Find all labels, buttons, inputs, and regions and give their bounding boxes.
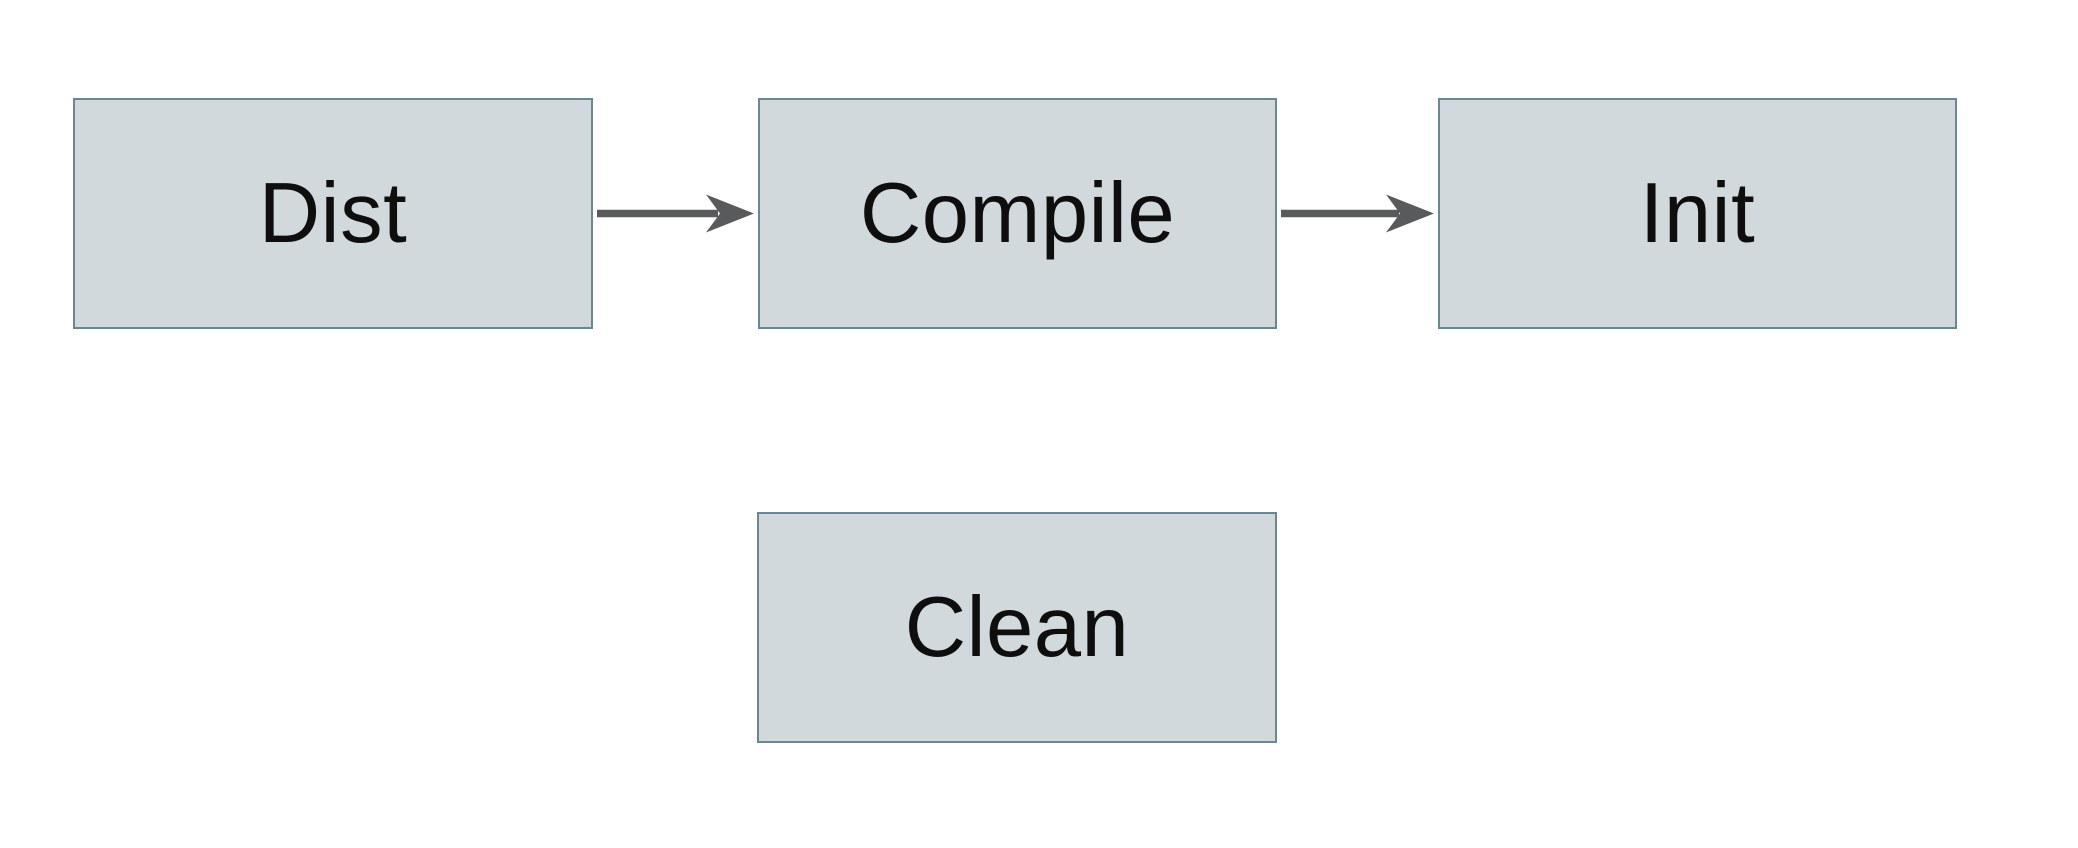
node-dist-label: Dist bbox=[258, 166, 408, 261]
node-compile: Compile bbox=[758, 98, 1277, 329]
node-dist: Dist bbox=[73, 98, 593, 329]
node-init-label: Init bbox=[1639, 166, 1756, 261]
node-compile-label: Compile bbox=[859, 166, 1176, 261]
node-clean: Clean bbox=[757, 512, 1277, 743]
node-init: Init bbox=[1438, 98, 1957, 329]
arrow-dist-to-compile bbox=[597, 194, 754, 233]
arrowhead-icon bbox=[706, 194, 754, 233]
arrow-compile-to-init bbox=[1281, 194, 1434, 233]
node-clean-label: Clean bbox=[904, 580, 1130, 675]
arrowhead-icon bbox=[1386, 194, 1434, 233]
